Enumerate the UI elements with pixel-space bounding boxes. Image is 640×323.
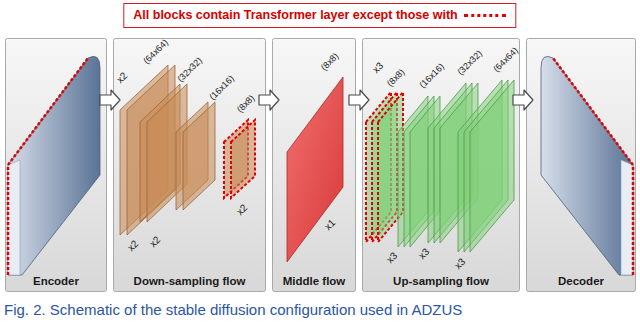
- figure-caption: Fig. 2. Schematic of the stable diffusio…: [4, 301, 636, 319]
- panel-label: Up-sampling flow: [364, 274, 518, 288]
- down-layers: [120, 65, 215, 235]
- repeat-count: x3: [385, 251, 400, 266]
- dimension-label: (8x8): [236, 94, 257, 115]
- flow-panel: Encoder: [5, 38, 107, 292]
- encoder-slab: [8, 56, 100, 275]
- legend-box: All blocks contain Transformer layer exc…: [123, 3, 516, 28]
- flow-panel: Up-sampling flow: [362, 38, 520, 292]
- dimension-label: (64x64): [142, 38, 170, 66]
- decoder-slab: [541, 56, 633, 275]
- repeat-count: x1: [323, 218, 338, 233]
- panel-label: Down-sampling flow: [115, 274, 264, 288]
- dimension-label: (8x8): [386, 68, 407, 89]
- repeat-count: x2: [126, 239, 141, 254]
- dimension-label: (32x32): [456, 49, 484, 77]
- dimension-label: (16x16): [418, 62, 446, 90]
- repeat-count: x2: [235, 203, 250, 218]
- middle-layer: [287, 77, 343, 262]
- panel-label: Decoder: [528, 274, 634, 288]
- panel-label: Encoder: [7, 274, 105, 288]
- repeat-count: x3: [453, 257, 468, 272]
- dotted-line-sample: [465, 14, 507, 17]
- flow-panel: Decoder: [526, 38, 636, 292]
- repeat-count: x2: [148, 235, 163, 250]
- panel-ground: [6, 39, 636, 292]
- flow-arrow: [349, 90, 369, 110]
- panel-label: Middle flow: [274, 274, 354, 288]
- dimension-label: (64x64): [492, 46, 520, 74]
- flow-panel: Middle flow: [272, 38, 356, 292]
- repeat-count: x3: [417, 247, 432, 262]
- flow-arrow: [259, 90, 279, 110]
- dimension-label: (16x16): [208, 74, 236, 102]
- repeat-count: x2: [115, 71, 130, 86]
- repeat-count: x3: [371, 61, 386, 76]
- legend-text: All blocks contain Transformer layer exc…: [133, 8, 457, 23]
- up-layers: [398, 80, 514, 252]
- dimension-label: (32x32): [176, 56, 204, 84]
- down-layers-no-transformer: [224, 120, 255, 198]
- flow-arrow: [100, 90, 120, 110]
- up-layers-no-transformer: [366, 92, 403, 242]
- legend-row: All blocks contain Transformer layer exc…: [133, 8, 506, 23]
- dimension-label: (8x8): [320, 52, 341, 73]
- flow-arrow: [513, 90, 533, 110]
